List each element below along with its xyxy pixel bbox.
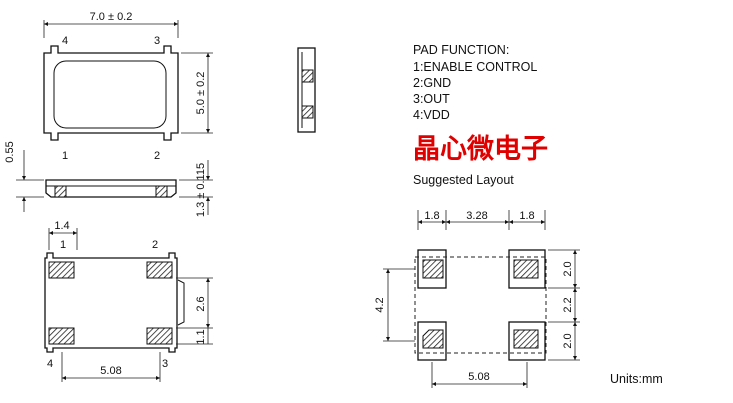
side-pad-lower — [301, 105, 314, 119]
front-body — [45, 179, 177, 198]
dim-height-top: 5.0 ± 0.2 — [195, 72, 207, 115]
front-view: 0.55 1.3 ± 0.115 — [4, 141, 213, 217]
layout-dim-gap: 3.28 — [466, 210, 487, 222]
top-view: 7.0 ± 0.2 4 3 1 2 5.0 ± 0.2 — [43, 11, 213, 162]
package-footprint-dashed — [414, 256, 547, 354]
side-body — [297, 47, 316, 133]
pin-label-3-top: 3 — [154, 35, 160, 47]
dim-pad-height: 0.55 — [4, 141, 16, 162]
layout-dim-pad-width-right: 1.8 — [519, 210, 534, 222]
side-view-right — [297, 47, 316, 133]
layout-pad-hatch-3 — [513, 329, 539, 349]
dim-width-top: 7.0 ± 0.2 — [90, 11, 133, 23]
bottom-pad-1 — [48, 261, 75, 279]
front-pad-right — [155, 185, 168, 198]
pin-label-4-top: 4 — [62, 35, 68, 47]
brand-logo-text: 晶心微电子 — [413, 134, 548, 165]
suggested-layout-title: Suggested Layout — [413, 173, 514, 187]
layout-pad-hatch-4 — [422, 329, 444, 349]
pad-function-title: PAD FUNCTION: — [413, 43, 509, 57]
pad-function-2: 2:GND — [413, 76, 451, 90]
pad-function-1: 1:ENABLE CONTROL — [413, 60, 537, 74]
side-pad-upper — [301, 69, 314, 83]
layout-pad-hatch-2 — [513, 259, 539, 279]
bottom-pad-3 — [146, 327, 173, 345]
layout-dim-left: 4.2 — [374, 297, 386, 312]
package-outline-top — [43, 45, 179, 141]
pin-label-1-bottom: 1 — [60, 239, 66, 251]
pin-label-1-top: 1 — [62, 150, 68, 162]
layout-dim-right-2: 2.2 — [562, 297, 574, 312]
pin-label-2-top: 2 — [154, 150, 160, 162]
bottom-pad-4 — [48, 327, 75, 345]
pad-function-4: 4:VDD — [413, 108, 450, 122]
pin-label-3-bottom: 3 — [162, 358, 168, 370]
pad-function-3: 3:OUT — [413, 92, 450, 106]
pad-function-block: PAD FUNCTION: 1:ENABLE CONTROL 2:GND 3:O… — [413, 43, 537, 122]
layout-dim-pad-width-left: 1.8 — [424, 210, 439, 222]
layout-dim-right-3: 2.0 — [562, 333, 574, 348]
dim-total-height: 1.3 ± 0.115 — [195, 163, 207, 217]
layout-dim-bottom: 5.08 — [468, 371, 489, 383]
side-castellation — [177, 279, 185, 326]
bottom-pad-2 — [146, 261, 173, 279]
package-outline-bottom — [44, 252, 178, 353]
dim-pad-pitch-horizontal: 5.08 — [100, 365, 121, 377]
dim-pad-height-bottom: 1.1 — [195, 329, 207, 344]
front-pad-left — [54, 185, 67, 198]
pin-label-2-bottom: 2 — [152, 239, 158, 251]
bottom-view: 1.4 1 2 2.6 1.1 4 3 5.08 — [44, 220, 213, 382]
package-lid — [53, 60, 167, 129]
layout-pad-hatch-1 — [422, 259, 444, 279]
layout-dim-right-1: 2.0 — [562, 261, 574, 276]
suggested-layout: 1.8 3.28 1.8 2.0 2.2 2.0 4.2 5.08 — [374, 210, 580, 388]
dim-pad-pitch-vertical: 2.6 — [195, 296, 207, 311]
dim-pad-width: 1.4 — [54, 220, 69, 232]
units-label: Units:mm — [610, 372, 663, 386]
pin-label-4-bottom: 4 — [47, 358, 53, 370]
